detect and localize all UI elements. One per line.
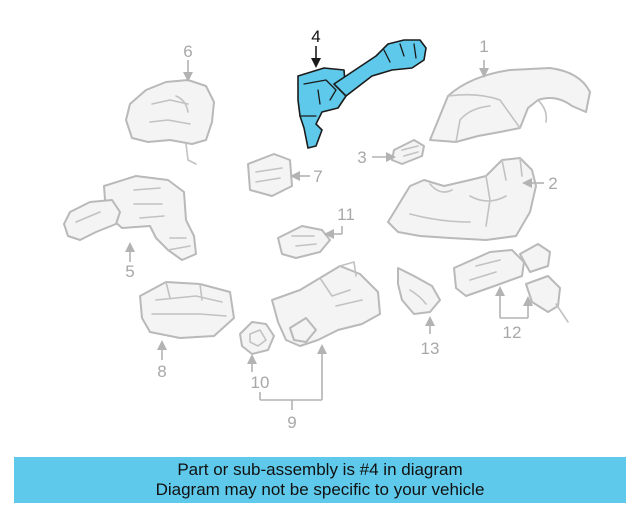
part-10-ring[interactable]: [239, 321, 275, 355]
banner-part-notice: Part or sub-assembly is #4 in diagram: [177, 460, 463, 479]
callout-6: 6: [183, 42, 192, 61]
part-12-lock-cylinder[interactable]: [453, 243, 569, 323]
callout-4: 4: [311, 27, 320, 46]
banner-disclaimer: Diagram may not be specific to your vehi…: [155, 480, 485, 499]
part-8-control-module[interactable]: [139, 281, 235, 339]
part-2-lower-column-cover[interactable]: [387, 157, 537, 241]
callout-10: 10: [251, 373, 270, 392]
part-5-switch-assembly[interactable]: [63, 175, 197, 261]
part-9-lock-housing[interactable]: [271, 261, 381, 347]
callout-11: 11: [337, 205, 355, 224]
callout-9: 9: [287, 413, 296, 432]
info-banner: Part or sub-assembly is #4 in diagram Di…: [14, 457, 626, 503]
callout-12: 12: [503, 323, 522, 342]
callout-8: 8: [157, 362, 166, 381]
part-4-combination-switch[interactable]: [297, 39, 427, 149]
callout-labels: 1 2 3 4 5 6 7 8 9 10 11 12 13: [125, 27, 557, 432]
callout-7: 7: [313, 167, 322, 186]
part-1-upper-column-cover[interactable]: [429, 67, 591, 143]
exploded-parts-diagram: 1 2 3 4 5 6 7 8 9 10 11 12 13: [63, 27, 591, 432]
callout-3: 3: [357, 148, 366, 167]
part-3-clip[interactable]: [391, 139, 425, 165]
callout-13: 13: [421, 339, 440, 358]
callout-5: 5: [125, 262, 134, 281]
part-6-clock-spring[interactable]: [125, 79, 215, 165]
part-13-antenna[interactable]: [397, 267, 441, 315]
callout-leaders: [125, 46, 544, 410]
part-7-module-bracket[interactable]: [247, 153, 293, 197]
callout-1: 1: [479, 37, 488, 56]
part-11-connector[interactable]: [277, 225, 331, 259]
callout-2: 2: [548, 174, 557, 193]
